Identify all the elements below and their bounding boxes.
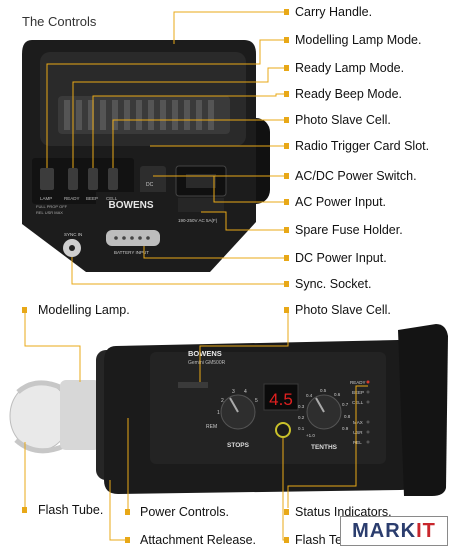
- dc-connector-pins: [114, 236, 150, 240]
- status-label: REL: [353, 440, 362, 445]
- callout-ready-beep-mode: Ready Beep Mode.: [295, 87, 403, 101]
- bowens-logo-rear: BOWENS: [109, 200, 154, 211]
- stops-tick: 3: [232, 389, 235, 395]
- status-label: CELL: [352, 400, 364, 405]
- flash-tube-coil-lower: [14, 438, 65, 454]
- callout-ac-power-input: AC Power Input.: [295, 195, 387, 209]
- bottom-leader-markers: [22, 307, 289, 543]
- handle-ribs: [64, 100, 214, 130]
- status-label: USR: [353, 430, 363, 435]
- switch-label-lamp: LAMP: [40, 196, 52, 201]
- callout-sync-socket: Sync. Socket.: [295, 277, 372, 291]
- led-display: [263, 383, 299, 411]
- top-leader-lines: [46, 11, 284, 285]
- stops-dial-pointer: [229, 397, 239, 413]
- callout-modelling-lamp-mode: Modelling Lamp Mode.: [295, 33, 422, 47]
- photo-slave-cell-window: [178, 382, 208, 388]
- callout-spare-fuse-holder: Spare Fuse Holder.: [295, 223, 403, 237]
- status-label: MAX: [353, 420, 363, 425]
- flash-test-button: [275, 422, 291, 438]
- top-leader-markers: [284, 9, 289, 287]
- callout-dc-power-input: DC Power Input.: [295, 251, 387, 265]
- sync-in-label: SYNC IN: [64, 232, 82, 237]
- battery-input-label: BATTERY INPUT: [114, 250, 149, 255]
- diagram-title: The Controls: [22, 14, 97, 29]
- tenths-tick: 0.5: [320, 388, 327, 393]
- status-labels: READY BEEP CELL MAX USR REL: [350, 380, 366, 445]
- tenths-dial-pointer: [315, 397, 325, 413]
- flash-tube-coil: [16, 380, 64, 394]
- tenths-tick: 0.7: [342, 402, 349, 407]
- stops-tick: 1: [217, 410, 220, 416]
- ac-socket-pins: [186, 174, 216, 188]
- status-label: READY: [350, 380, 366, 385]
- stops-tick: 5: [255, 398, 258, 404]
- dc-label: DC: [146, 182, 154, 188]
- stops-ticks: 1 2 3 4 5: [217, 389, 258, 416]
- switch-label-cell: CELL: [106, 196, 118, 201]
- callout-modelling-lamp: Modelling Lamp.: [38, 303, 130, 317]
- rear-handle-block: [398, 324, 448, 496]
- stops-tick: 2: [221, 398, 224, 404]
- tenths-tick: 0.1: [298, 426, 305, 431]
- tenths-tick: 0.8: [344, 414, 351, 419]
- lamp-modes-label: FULL PROP OFF: [36, 204, 68, 209]
- flash-unit-side-view: BOWENS Gemini GM500R 4.5 STOPS TENTHS RE…: [9, 324, 448, 496]
- ac-voltage-label: 190-250V AC 5A(F): [178, 218, 218, 223]
- tenths-tick: 0.6: [334, 392, 341, 397]
- status-leds: [366, 380, 370, 444]
- flash-unit-rear-view: LAMP READY BEEP CELL FULL PROP OFF REL U…: [22, 40, 270, 272]
- mode-row-label: REL USR MAX: [36, 210, 63, 215]
- callout-ready-lamp-mode: Ready Lamp Mode.: [295, 61, 405, 75]
- switch-label-beep: BEEP: [86, 196, 98, 201]
- rem-label: REM: [206, 424, 217, 430]
- tenths-tick: 0.9: [342, 426, 349, 431]
- logo-plate: [96, 192, 166, 216]
- callout-ac-dc-switch: AC/DC Power Switch.: [295, 169, 417, 183]
- tenths-tick: 0.2: [298, 415, 305, 420]
- tenths-ticks: 0.1 0.2 0.3 0.4 0.5 0.6 0.7 0.8 0.9 +1.0: [298, 388, 351, 438]
- callout-radio-trigger-slot: Radio Trigger Card Slot.: [295, 139, 430, 153]
- handle-grip: [58, 96, 230, 134]
- modelling-lamp-front: [60, 380, 100, 450]
- switch-label-ready: READY: [64, 196, 80, 201]
- callout-carry-handle: Carry Handle.: [295, 5, 373, 19]
- model-name: Gemini GM500R: [188, 360, 226, 366]
- bowens-logo-side: BOWENS: [188, 349, 222, 358]
- callout-attachment-release: Attachment Release.: [140, 533, 257, 547]
- tenths-label: TENTHS: [311, 444, 338, 451]
- stops-tick: 4: [244, 389, 247, 395]
- display-readout: 4.5: [269, 390, 293, 409]
- callout-photo-slave-cell-side: Photo Slave Cell.: [295, 303, 391, 317]
- mode-switches: [40, 168, 118, 190]
- fuse-holder: [178, 198, 224, 212]
- tenths-tick: 0.3: [298, 404, 305, 409]
- markit-watermark-logo: MARKIT: [340, 516, 448, 546]
- stops-label: STOPS: [227, 442, 250, 449]
- tenths-tick: 0.4: [306, 393, 313, 398]
- callout-flash-tube: Flash Tube.: [38, 503, 104, 517]
- tenths-tick: +1.0: [306, 433, 315, 438]
- callout-status-indicators: Status Indicators.: [295, 505, 392, 519]
- ac-dc-switch: [140, 166, 166, 200]
- sync-socket-center: [69, 245, 75, 251]
- callout-power-controls: Power Controls.: [140, 505, 229, 519]
- callout-photo-slave-cell: Photo Slave Cell.: [295, 113, 391, 127]
- status-label: BEEP: [352, 390, 364, 395]
